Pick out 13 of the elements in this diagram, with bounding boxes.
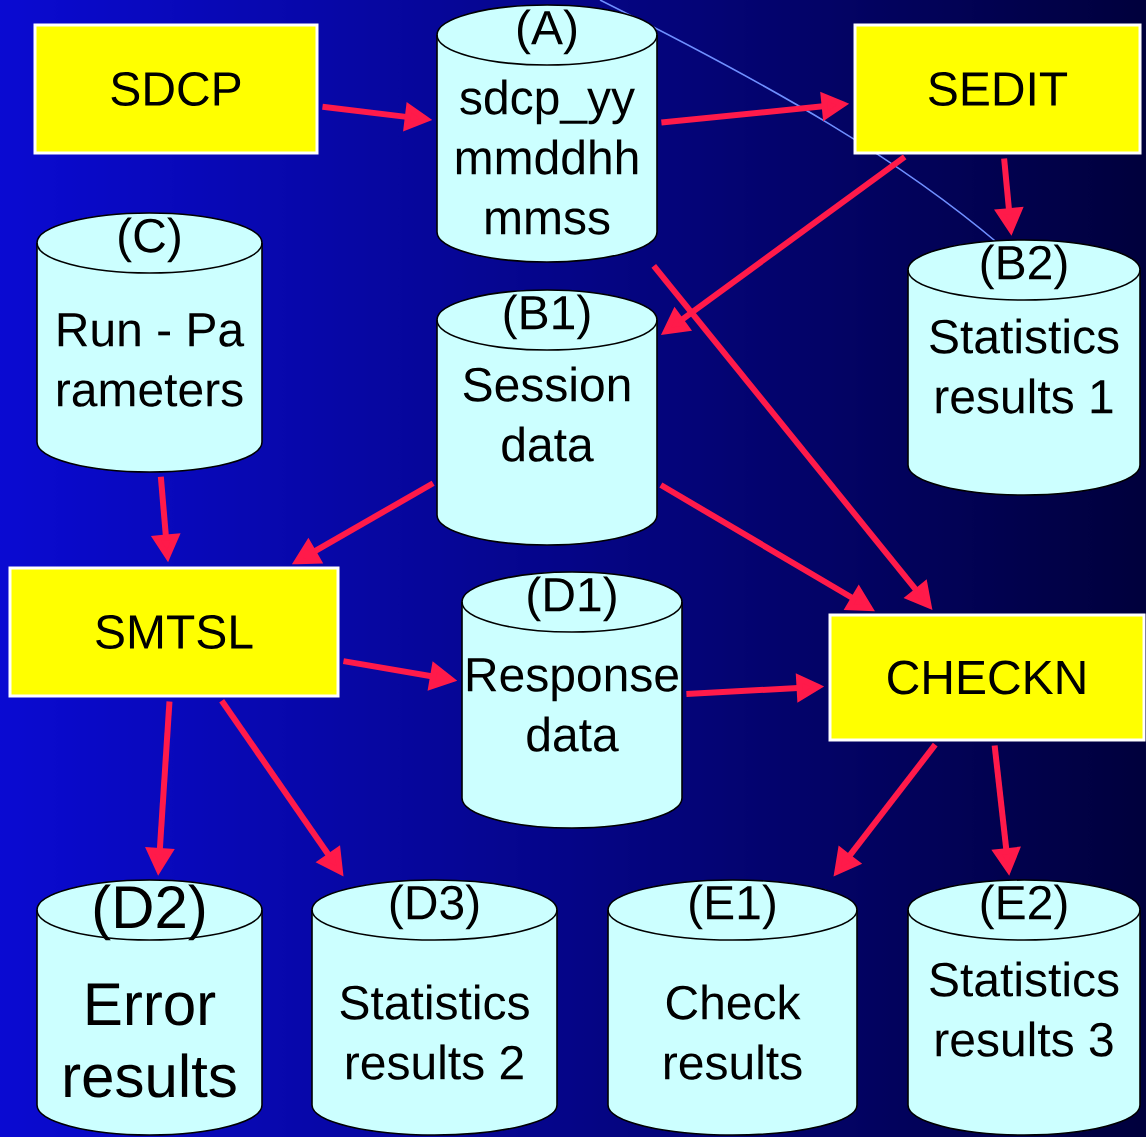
database-cylinder: (E2) Statistics results 3 (907, 879, 1141, 1136)
process-box: SMTSL (8, 566, 340, 698)
process-box: SDCP (33, 23, 319, 155)
database-cylinder: (A) sdcp_yy mmddhh mmss (436, 4, 658, 263)
database-cylinder: (E1) Check results (607, 879, 858, 1136)
database-cylinder: (C) Run - Pa rameters (36, 212, 263, 473)
database-cylinder: (B2) Statistics results 1 (907, 239, 1141, 496)
database-cylinder: (D3) Statistics results 2 (311, 879, 558, 1136)
database-cylinder: (B1) Session data (436, 289, 658, 546)
process-box: CHECKN (828, 613, 1146, 742)
process-box: SEDIT (853, 23, 1142, 155)
database-cylinder: (D1) Response data (461, 571, 683, 829)
database-cylinder: (D2) Error results (36, 879, 263, 1136)
